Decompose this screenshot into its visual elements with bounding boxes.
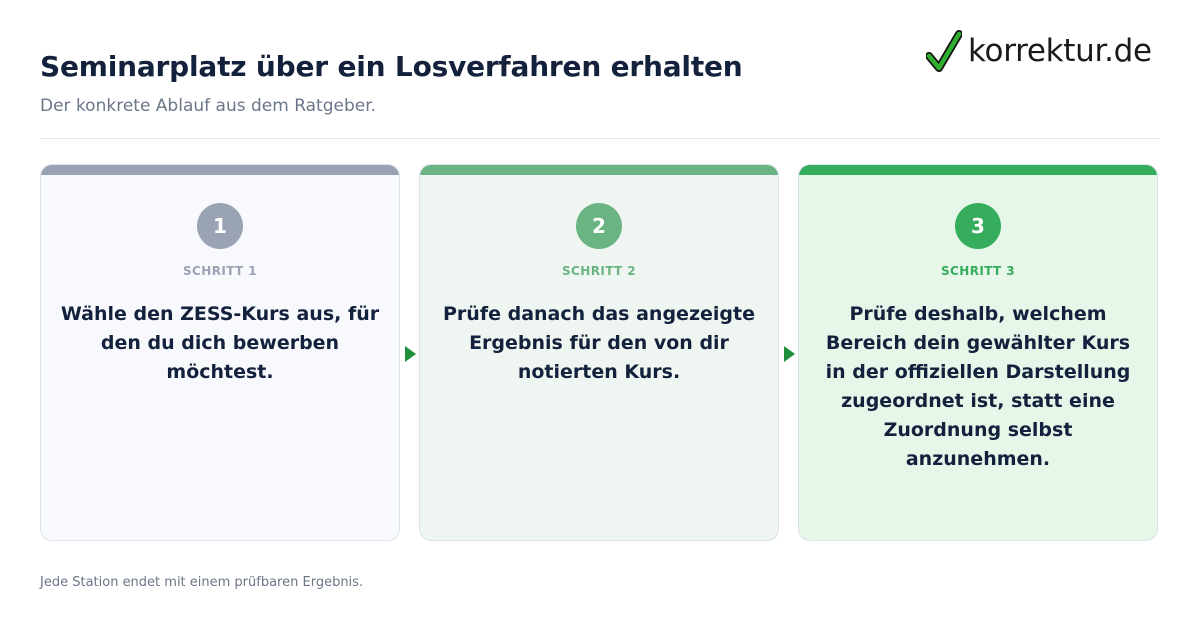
step-description: Prüfe deshalb, welchem Bereich dein gewä… [825,303,1131,470]
step-label: SCHRITT 1 [183,264,257,278]
step-number-badge: 3 [955,203,1001,249]
step-number-badge: 2 [576,203,622,249]
header-divider [40,138,1160,139]
page-subtitle: Der konkrete Ablauf aus dem Ratgeber. [40,96,377,116]
brand-logo: korrektur.de [926,28,1152,74]
step-card-2: 2 SCHRITT 2 Prüfe danach das angezeigte … [419,164,779,541]
step-label: SCHRITT 3 [941,264,1015,278]
step-card-3: 3 SCHRITT 3 Prüfe deshalb, welchem Berei… [798,164,1158,541]
step-label: SCHRITT 2 [562,264,636,278]
step-card-1: 1 SCHRITT 1 Wähle den ZESS-Kurs aus, für… [40,164,400,541]
step-description: Prüfe danach das angezeigte Ergebnis für… [443,303,755,383]
step-accent-bar [420,165,778,175]
page-title: Seminarplatz über ein Losverfahren erhal… [40,50,743,83]
step-accent-bar [41,165,399,175]
step-description: Wähle den ZESS-Kurs aus, für den du dich… [60,303,380,383]
arrow-right-icon [784,346,795,362]
brand-name: korrektur.de [968,33,1152,69]
arrow-right-icon [405,346,416,362]
footer-note: Jede Station endet mit einem prüfbaren E… [40,575,364,590]
step-number-badge: 1 [197,203,243,249]
step-accent-bar [799,165,1157,175]
checkmark-icon [926,30,962,72]
